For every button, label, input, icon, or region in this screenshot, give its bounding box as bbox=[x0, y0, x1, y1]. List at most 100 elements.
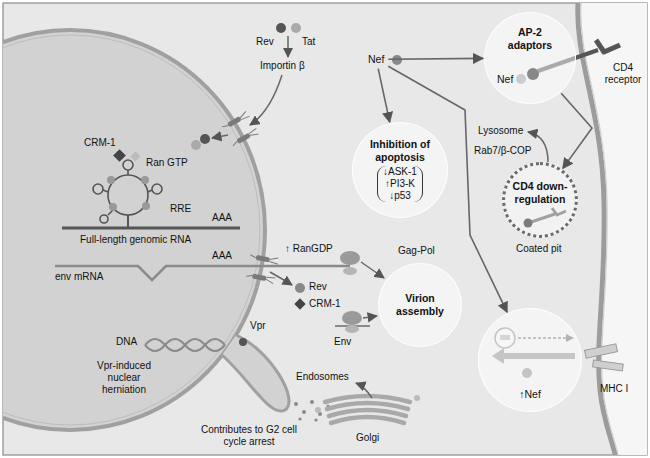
text-label: DNA bbox=[116, 336, 137, 348]
bound-proteins bbox=[107, 149, 150, 211]
vesicle bbox=[315, 407, 321, 413]
ribosome bbox=[343, 267, 357, 275]
nuclear-envelope bbox=[3, 35, 260, 425]
mhc-molecule bbox=[585, 344, 618, 358]
text-label: Rab7/β-COP bbox=[474, 145, 531, 157]
text-label: Vpr bbox=[250, 320, 266, 332]
extracellular-space bbox=[578, 3, 647, 455]
genomic-rna bbox=[62, 227, 240, 230]
arrow bbox=[356, 383, 372, 398]
bound-proteins bbox=[141, 176, 149, 184]
text-label: Lysosome bbox=[478, 125, 523, 137]
arrow bbox=[361, 262, 384, 278]
dna-helix bbox=[145, 339, 225, 351]
golgi bbox=[325, 396, 410, 423]
rre-structure bbox=[100, 215, 108, 223]
process-circle: ↑Nef bbox=[478, 308, 582, 412]
text-label: Rev bbox=[256, 36, 274, 48]
text-label: MHC I bbox=[600, 383, 628, 395]
nuclear-pore bbox=[221, 111, 259, 148]
process-circle: Inhibition of apoptosis ↓ASK-1↑PI3-K↓p53 bbox=[352, 122, 448, 218]
protein-label-box: Nef bbox=[366, 52, 386, 67]
tat-dot bbox=[191, 140, 201, 150]
burst-dots bbox=[302, 410, 306, 414]
node-title: CD4 down-regulation bbox=[508, 180, 572, 205]
bracket-group: ↓ASK-1↑PI3-K↓p53 bbox=[377, 166, 423, 202]
node-content: Virion assembly bbox=[390, 292, 450, 317]
rre-structure bbox=[152, 184, 162, 194]
dna-helix bbox=[145, 339, 225, 351]
vpr-dot bbox=[239, 338, 247, 346]
text-label: CRM-1 bbox=[84, 137, 116, 149]
rev-dot bbox=[276, 23, 286, 33]
node-title: Inhibition of apoptosis bbox=[367, 138, 433, 163]
node-title: AP-2 adaptors bbox=[504, 26, 556, 51]
text-label: Tat bbox=[302, 36, 315, 48]
node-title: Virion assembly bbox=[390, 292, 450, 317]
nuclear-pore bbox=[252, 274, 267, 282]
process-circle: AP-2 adaptorsNef bbox=[484, 12, 576, 104]
node-content: CD4 down-regulation bbox=[508, 180, 572, 205]
text-label: Env bbox=[334, 336, 351, 348]
text-label: AAA bbox=[212, 212, 232, 224]
text-label: RRE bbox=[170, 203, 191, 215]
connector-arrow bbox=[388, 58, 483, 60]
rna-stem bbox=[127, 215, 129, 228]
burst-dots bbox=[294, 402, 298, 406]
text-label: Vpr-induced nuclear herniation bbox=[88, 360, 160, 396]
node-text: Nef bbox=[497, 73, 513, 86]
bound-proteins bbox=[142, 202, 150, 210]
vesicle bbox=[414, 395, 420, 401]
bound-proteins bbox=[113, 149, 126, 162]
arrow bbox=[270, 272, 292, 285]
rev-dot bbox=[200, 134, 210, 144]
process-circle: Virion assembly bbox=[378, 263, 462, 347]
bound-proteins bbox=[107, 176, 115, 184]
nuclear-pore bbox=[246, 253, 279, 284]
ribosome bbox=[342, 311, 362, 325]
rre-structure bbox=[93, 160, 162, 223]
node-content: ↑Nef bbox=[519, 388, 541, 401]
text-label: Ran GTP bbox=[146, 157, 188, 169]
text-label: AAA bbox=[212, 250, 232, 262]
text-label: Contributes to G2 cell cycle arrest bbox=[196, 424, 302, 448]
arrow bbox=[212, 135, 228, 138]
arrow bbox=[287, 36, 289, 57]
node-title: ↑Nef bbox=[519, 388, 541, 401]
golgi bbox=[331, 417, 404, 423]
rev-dot bbox=[295, 283, 305, 293]
crm1-diamond bbox=[294, 298, 305, 309]
text-label: Golgi bbox=[356, 432, 379, 444]
membranes bbox=[3, 3, 647, 455]
cd4-receptor bbox=[596, 40, 620, 52]
node-text: ↑PI3-K bbox=[385, 178, 415, 190]
bound-proteins bbox=[131, 152, 141, 162]
rre-structure bbox=[108, 175, 148, 215]
nuclear-herniation bbox=[222, 335, 289, 411]
node-text: ↓p53 bbox=[389, 190, 411, 202]
nucleus bbox=[3, 30, 265, 430]
text-label: Full-length genomic RNA bbox=[80, 234, 191, 246]
text-label: Importin β bbox=[260, 60, 305, 72]
node-title: Nef bbox=[368, 53, 384, 66]
text-label: CRM-1 bbox=[309, 298, 341, 310]
arrow bbox=[363, 316, 377, 318]
node-content: AP-2 adaptors bbox=[504, 26, 556, 51]
rre-structure bbox=[123, 160, 133, 170]
connector-arrow bbox=[561, 93, 592, 168]
connector-arrow bbox=[378, 69, 390, 123]
nuclear-pore bbox=[255, 255, 270, 263]
node-content: Nef bbox=[368, 53, 384, 66]
ribosome bbox=[345, 325, 359, 333]
nuclear-pore bbox=[246, 253, 279, 284]
nuclear-pore bbox=[236, 133, 251, 144]
mhc-molecule bbox=[593, 360, 624, 371]
node-text: ↓ASK-1 bbox=[383, 166, 417, 178]
text-label: Coated pit bbox=[516, 243, 562, 255]
burst-dots bbox=[314, 418, 317, 421]
dna-helix bbox=[145, 339, 225, 351]
bound-proteins bbox=[109, 203, 117, 211]
nuclear-pore bbox=[227, 116, 242, 127]
coated-pit: CD4 down-regulation bbox=[502, 162, 578, 238]
